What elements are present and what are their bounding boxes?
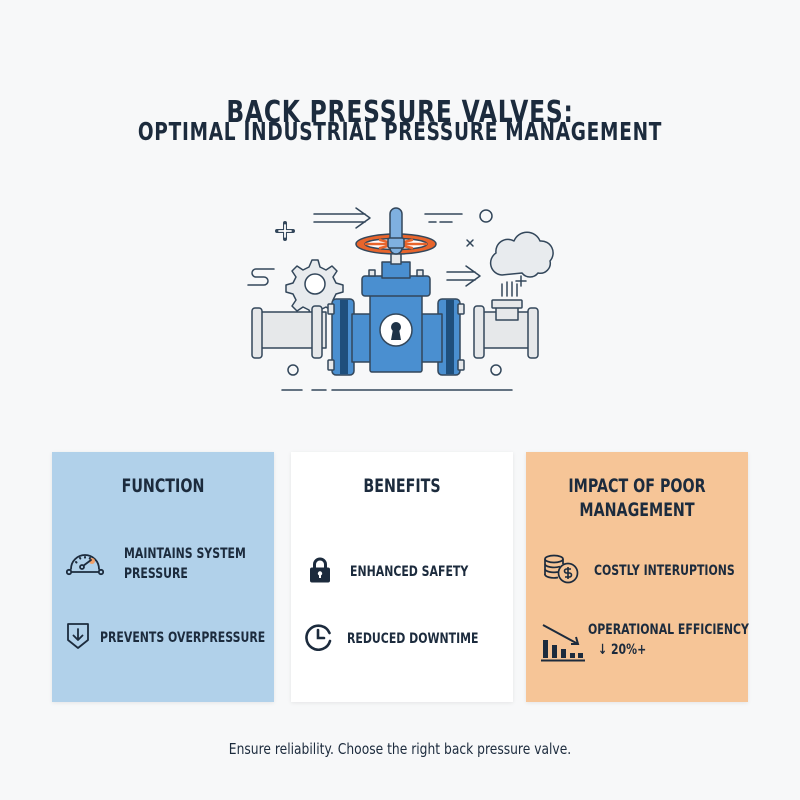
declining-bar-chart-icon [540, 622, 586, 667]
list-item: REDUCED DOWNTIME [305, 623, 516, 656]
item-label: PREVENTS OVERPRESSURE [100, 630, 266, 646]
shield-down-arrow-icon [66, 622, 90, 655]
list-item: MAINTAINS SYSTEM PRESSURE [65, 546, 280, 583]
list-item: PREVENTS OVERPRESSURE [66, 622, 312, 655]
item-label: REDUCED DOWNTIME [347, 631, 479, 647]
valve-illustration [240, 200, 560, 400]
steam-cloud-icon [489, 231, 554, 278]
clock-icon [305, 623, 333, 656]
flow-arrow-icon [446, 265, 481, 287]
item-label: MAINTAINS SYSTEM [124, 546, 246, 562]
footer-tagline: Ensure reliability. Choose the right bac… [228, 740, 572, 758]
card-title: FUNCTION [121, 475, 205, 497]
impact-card: IMPACT OF POOR MANAGEMENT COSTLY INTERUP… [526, 452, 749, 702]
item-label: COSTLY INTERUPTIONS [594, 563, 735, 579]
list-item: COSTLY INTERUPTIONS [542, 554, 774, 589]
item-label: ENHANCED SAFETY [350, 564, 469, 580]
function-card: FUNCTION MAINTAINS SYSTEM PRESSURE [52, 452, 274, 702]
card-title: IMPACT OF POOR [568, 475, 706, 497]
flow-arrow-icon [313, 207, 371, 229]
efficiency-drop-value: ↓ 20%+ [598, 642, 647, 658]
benefits-card: BENEFITS ENHANCED SAFETY REDUCED DOWNTIM… [291, 452, 513, 702]
card-title: BENEFITS [363, 475, 441, 497]
pressure-gauge-icon [65, 547, 105, 582]
padlock-icon [309, 557, 331, 588]
page-title: BACK PRESSURE VALVES: [226, 95, 574, 130]
page-subtitle: OPTIMAL INDUSTRIAL PRESSURE MANAGEMENT [137, 117, 663, 146]
list-item: ENHANCED SAFETY [309, 557, 502, 588]
item-label: OPERATIONAL EFFICIENCY [588, 622, 749, 638]
card-title-line2: MANAGEMENT [579, 499, 695, 521]
item-label: PRESSURE [124, 566, 188, 582]
keyhole-icon [379, 313, 413, 347]
list-item: OPERATIONAL EFFICIENCY ↓ 20%+ [540, 622, 794, 667]
coins-dollar-icon [542, 554, 580, 589]
